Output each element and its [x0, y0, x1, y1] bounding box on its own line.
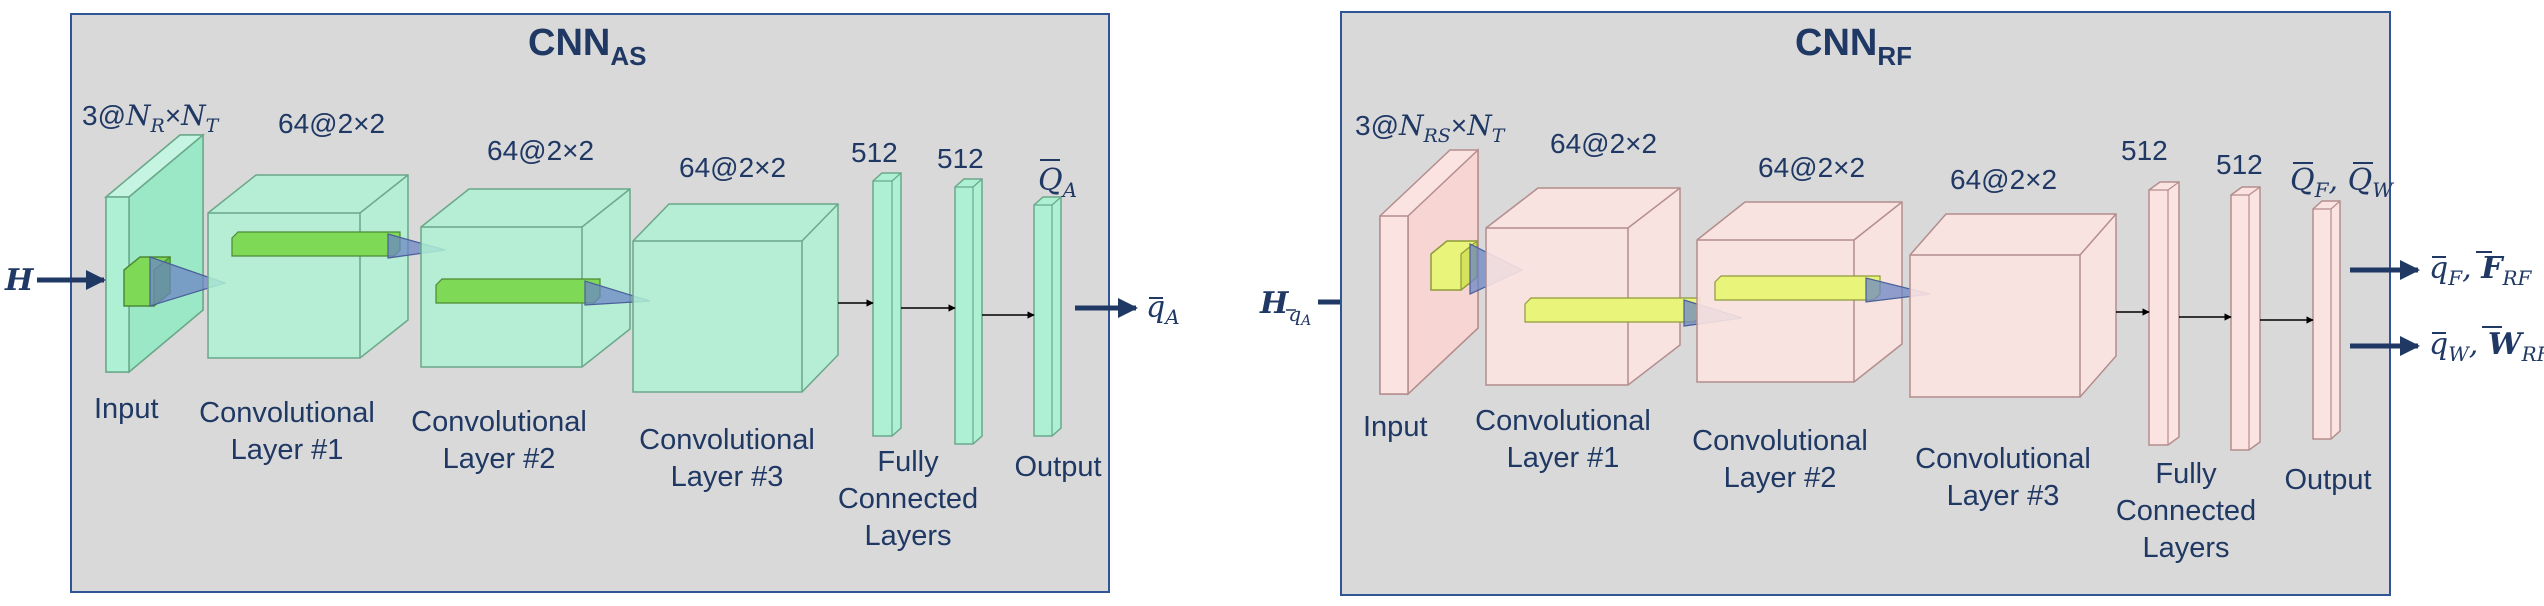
cnn-rf-conv3-label-line1: Convolutional — [1915, 443, 2091, 475]
cnn-as-conv3-label-line1: Convolutional — [639, 424, 815, 456]
cnn-rf-conv2-dim: 64@2×2 — [1758, 152, 1865, 183]
cnn-as-conv1-block — [207, 174, 409, 359]
cnn-as-conv2-label-line2: Layer #2 — [443, 443, 556, 475]
svg-text:QF, QW: QF, QW — [2290, 163, 2394, 202]
cnn-rf-input-signal: HqA — [1259, 286, 1311, 329]
cnn-rf-conv1-label-line1: Convolutional — [1475, 405, 1651, 437]
cnn-rf-output-bar — [2312, 200, 2341, 440]
cnn-rf-output-label: Output — [2284, 464, 2371, 496]
cnn-as-conv1-label-line2: Layer #1 — [231, 434, 344, 466]
svg-text:qF, FRF: qF, FRF — [2429, 251, 2533, 290]
cnn-as-conv2-dim: 64@2×2 — [487, 135, 594, 166]
cnn-rf-input-dim: 3@NRS×NT — [1355, 109, 1506, 147]
cnn-rf-conv1-dim: 64@2×2 — [1550, 128, 1657, 159]
cnn-rf-input-label: Input — [1363, 411, 1428, 443]
cnn-rf-fc-label-line2: Connected — [2116, 495, 2256, 527]
cnn-rf-conv1-block — [1485, 187, 1681, 386]
cnn-as-panel: CNNAS — [70, 13, 1110, 593]
cnn-rf-fc2-dim: 512 — [2216, 149, 2263, 180]
cnn-rf-fc-label-line3: Layers — [2142, 532, 2229, 564]
cnn-as-conv2-label-line1: Convolutional — [411, 406, 587, 438]
cnn-rf-output-signal-2: qW, WRF — [2429, 326, 2544, 366]
cnn-as-title: CNNAS — [528, 22, 646, 71]
cnn-rf-conv2-label-line2: Layer #2 — [1724, 462, 1837, 494]
cnn-rf-fc2-bar — [2230, 186, 2261, 451]
cnn-rf-conv1-label-line2: Layer #1 — [1507, 442, 1620, 474]
cnn-rf-conv3-dim: 64@2×2 — [1950, 164, 2057, 195]
cnn-as-fc-label-line2: Connected — [838, 483, 978, 515]
cnn-as-input-kernel — [123, 255, 227, 308]
svg-text:qW, WRF: qW, WRF — [2429, 327, 2544, 366]
cnn-as-conv1-label-line1: Convolutional — [199, 397, 375, 429]
cnn-rf-fc1-dim: 512 — [2121, 135, 2168, 166]
cnn-rf-output-signal-1: qF, FRF — [2429, 251, 2533, 290]
cnn-as-input-dim: 3@NR×NT — [82, 99, 220, 137]
cnn-as-conv2-block — [420, 188, 631, 368]
cnn-as-input-label: Input — [94, 393, 159, 425]
cnn-as-conv3-label-line2: Layer #3 — [671, 461, 784, 493]
cnn-as-fc2-bar — [954, 178, 983, 445]
cnn-as-output-bar — [1033, 196, 1062, 437]
cnn-rf-fc1-bar — [2148, 181, 2180, 446]
cnn-as-conv3-dim: 64@2×2 — [679, 152, 786, 183]
cnn-as-output-dim: QA — [1038, 159, 1077, 202]
cnn-as-conv1-dim: 64@2×2 — [278, 108, 385, 139]
cnn-as-input-block — [103, 133, 206, 374]
cnn-rf-panel: CNNRF — [1340, 11, 2394, 596]
cnn-as-fc1-dim: 512 — [851, 137, 898, 168]
svg-text:HqA: HqA — [1259, 286, 1311, 329]
cnn-as-fc-label-line3: Layers — [864, 520, 951, 552]
cnn-as-input-signal: H — [4, 263, 35, 298]
cnn-rf-conv2-label-line1: Convolutional — [1692, 425, 1868, 457]
svg-text:QA: QA — [1038, 163, 1077, 202]
cnn-as-fc1-bar — [872, 172, 902, 437]
cnn-as-output-label: Output — [1014, 451, 1101, 483]
cnn-rf-conv3-label-line2: Layer #3 — [1947, 480, 2060, 512]
cnn-as-conv3-block — [632, 203, 839, 393]
cnn-as-fc2-dim: 512 — [937, 143, 984, 174]
cnn-rf-output-dim: QF, QW — [2290, 162, 2394, 202]
cnn-as-output-signal: qA — [1146, 290, 1180, 329]
svg-text:qA: qA — [1146, 290, 1180, 329]
cnn-rf-conv3-block — [1909, 213, 2117, 398]
cnn-as-fc-label-line1: Fully — [877, 446, 939, 478]
cnn-rf-title: CNNRF — [1795, 22, 1912, 71]
cnn-rf-fc-label-line1: Fully — [2155, 458, 2217, 490]
